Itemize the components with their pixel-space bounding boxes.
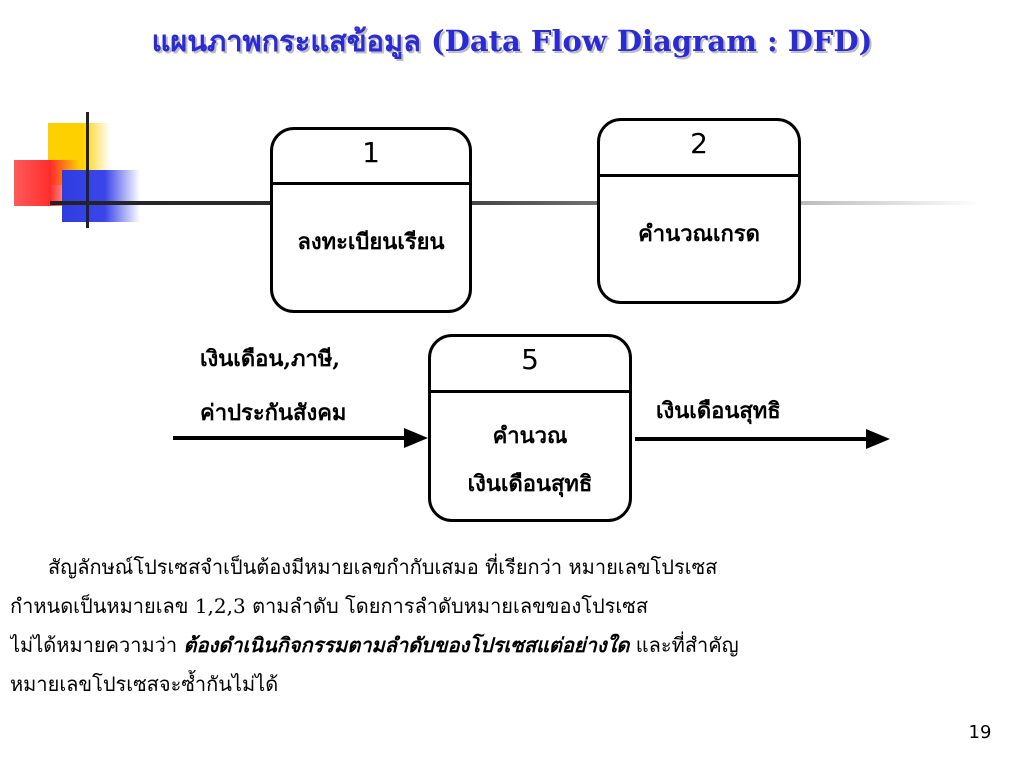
process-number: 2 [690,127,708,160]
paragraph-line-3-start: ไม่ได้หมายความว่า [10,633,184,657]
process-label: ลงทะเบียนเรียน [297,229,445,255]
process-number: 5 [521,343,539,376]
process-number: 1 [362,136,380,169]
input-flow-label-line2: ค่าประกันสังคม [200,400,347,426]
process-divider [431,390,629,393]
decor-horizontal-line [50,201,980,205]
description-paragraph: สัญลักษณ์โปรเซสจำเป็นต้องมีหมายเลขกำกับเ… [10,548,1024,704]
process-label-line2: เงินเดือนสุทธิ [467,471,593,497]
process-box-5: 5 คำนวณ เงินเดือนสุทธิ [428,334,632,522]
process-label-line1: คำนวณ [492,423,568,449]
paragraph-line-2: กำหนดเป็นหมายเลข 1,2,3 ตามลำดับ โดยการลำ… [10,594,649,618]
page-title: แผนภาพกระแสข้อมูล (Data Flow Diagram : D… [151,24,873,58]
process-divider [600,174,798,177]
decor-blue-square [62,170,140,222]
decor-vertical-line [86,112,89,228]
paragraph-line-1: สัญลักษณ์โปรเซสจำเป็นต้องมีหมายเลขกำกับเ… [48,555,718,579]
input-flow-arrow [173,428,428,448]
process-divider [273,182,469,185]
paragraph-line-4: หมายเลขโปรเซสจะซ้ำกันไม่ได้ [10,672,279,696]
paragraph-line-3-end: และที่สำคัญ [629,633,739,657]
process-label: คำนวณเกรด [638,221,760,247]
process-box-1: 1 ลงทะเบียนเรียน [270,127,472,313]
process-box-2: 2 คำนวณเกรด [597,118,801,304]
paragraph-emphasis: ต้องดำเนินกิจกรรมตามลำดับของโปรเซสแต่อย่… [183,633,630,657]
output-flow-arrow [635,429,890,449]
slide-number: 19 [968,722,992,743]
output-flow-label: เงินเดือนสุทธิ [656,398,781,424]
input-flow-label-line1: เงินเดือน,ภาษี, [200,346,341,372]
paragraph-line-3: ไม่ได้หมายความว่า ต้องดำเนินกิจกรรมตามลำ… [10,626,1024,665]
